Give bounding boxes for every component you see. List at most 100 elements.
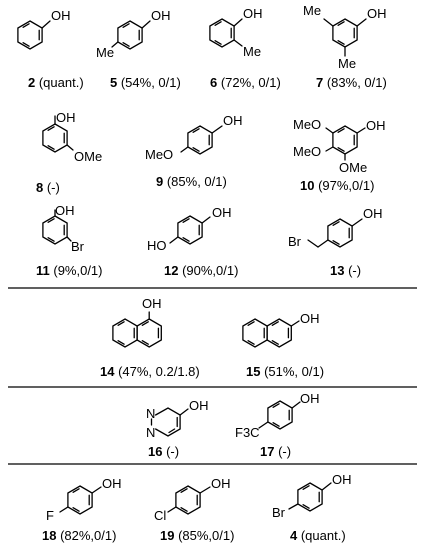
atom-oh: OH xyxy=(55,203,75,218)
atom-ome: OMe xyxy=(74,149,102,164)
compound-result: (quant.) xyxy=(297,528,345,543)
caption-17: 17 (-) xyxy=(260,444,291,459)
compound-result: (82%,0/1) xyxy=(56,528,116,543)
structure-1-naphthol-14: OH xyxy=(112,296,162,348)
compound-result: (47%, 0.2/1.8) xyxy=(114,364,199,379)
structure-fluorophenol-18: OH F xyxy=(46,476,122,523)
compound-number: 19 xyxy=(160,528,174,543)
compound-number: 10 xyxy=(300,178,314,193)
structure-dimethylphenol-7: OH Me Me xyxy=(303,3,387,71)
compound-result: (97%,0/1) xyxy=(314,178,374,193)
structure-hydroquinone-12: OH HO xyxy=(147,205,232,253)
atom-n: N xyxy=(146,425,155,440)
compound-number: 5 xyxy=(110,75,117,90)
atom-oh: OH xyxy=(189,398,209,413)
compound-number: 7 xyxy=(316,75,323,90)
compound-result: (83%, 0/1) xyxy=(323,75,387,90)
atom-oh: OH xyxy=(102,476,122,491)
atom-n: N xyxy=(146,406,155,421)
atom-oh: OH xyxy=(367,6,387,21)
caption-19: 19 (85%,0/1) xyxy=(160,528,234,543)
caption-2: 2 (quant.) xyxy=(28,75,84,90)
caption-10: 10 (97%,0/1) xyxy=(300,178,374,193)
compound-number: 4 xyxy=(290,528,298,543)
atom-me: Me xyxy=(243,44,261,59)
compound-number: 6 xyxy=(210,75,217,90)
structure-guaiacol-8: OH OMe xyxy=(42,110,102,164)
atom-meo: MeO xyxy=(145,147,173,162)
compound-number: 2 xyxy=(28,75,35,90)
atom-oh: OH xyxy=(56,110,76,125)
atom-oh: OH xyxy=(212,205,232,220)
atom-ome: OMe xyxy=(339,160,367,175)
compound-result: (54%, 0/1) xyxy=(117,75,181,90)
structure-chlorophenol-19: OH Cl xyxy=(154,476,231,523)
structure-bromophenol-11: OH Br xyxy=(42,203,85,254)
structure-phenol-2: OH xyxy=(17,8,71,50)
atom-oh: OH xyxy=(366,118,386,133)
caption-14: 14 (47%, 0.2/1.8) xyxy=(100,364,200,379)
compound-number: 16 xyxy=(148,444,162,459)
atom-cl: Cl xyxy=(154,508,166,523)
structure-p-cresol-5: OH Me xyxy=(96,8,171,60)
caption-13: 13 (-) xyxy=(330,263,361,278)
atom-br: Br xyxy=(272,505,286,520)
caption-16: 16 (-) xyxy=(148,444,179,459)
caption-4: 4 (quant.) xyxy=(290,528,346,543)
compound-result: (51%, 0/1) xyxy=(260,364,324,379)
compound-result: (85%, 0/1) xyxy=(163,174,227,189)
structure-bromomethylphenol-13: OH Br xyxy=(288,206,383,249)
caption-8: 8 (-) xyxy=(36,180,60,195)
atom-oh: OH xyxy=(300,311,320,326)
compound-number: 8 xyxy=(36,180,43,195)
structure-o-cresol-6: OH Me xyxy=(209,6,263,59)
atom-meo: MeO xyxy=(293,144,321,159)
atom-me: Me xyxy=(338,56,356,71)
structure-2-naphthol-15: OH xyxy=(242,311,320,348)
atom-oh: OH xyxy=(151,8,171,23)
compound-result: (90%,0/1) xyxy=(178,263,238,278)
atom-oh: OH xyxy=(243,6,263,21)
compound-number: 9 xyxy=(156,174,163,189)
caption-6: 6 (72%, 0/1) xyxy=(210,75,281,90)
atom-oh: OH xyxy=(142,296,162,311)
compound-number: 18 xyxy=(42,528,56,543)
compound-number: 15 xyxy=(246,364,260,379)
caption-9: 9 (85%, 0/1) xyxy=(156,174,227,189)
atom-f: F xyxy=(46,508,54,523)
atom-meo: MeO xyxy=(293,117,321,132)
atom-br: Br xyxy=(288,234,302,249)
atom-me: Me xyxy=(96,45,114,60)
caption-12: 12 (90%,0/1) xyxy=(164,263,238,278)
structure-trifluoromethylphenol-17: OH F3C xyxy=(235,391,320,440)
atom-oh: OH xyxy=(51,8,71,23)
compound-result: (85%,0/1) xyxy=(174,528,234,543)
compound-result: (72%, 0/1) xyxy=(217,75,281,90)
compound-number: 17 xyxy=(260,444,274,459)
atom-br: Br xyxy=(71,239,85,254)
compound-result: (quant.) xyxy=(35,75,83,90)
atom-oh: OH xyxy=(332,472,352,487)
structure-methoxyphenol-9: OH MeO xyxy=(145,113,243,162)
caption-18: 18 (82%,0/1) xyxy=(42,528,116,543)
caption-7: 7 (83%, 0/1) xyxy=(316,75,387,90)
atom-me: Me xyxy=(303,3,321,18)
compound-number: 14 xyxy=(100,364,115,379)
caption-5: 5 (54%, 0/1) xyxy=(110,75,181,90)
compound-number: 13 xyxy=(330,263,344,278)
atom-oh: OH xyxy=(211,476,231,491)
structure-hydroxypyrimidine-16: OH N N xyxy=(146,398,209,440)
caption-15: 15 (51%, 0/1) xyxy=(246,364,324,379)
compound-result: (-) xyxy=(162,444,179,459)
compound-number: 11 xyxy=(36,263,50,278)
atom-ho: HO xyxy=(147,238,167,253)
compound-result: (9%,0/1) xyxy=(50,263,103,278)
compound-result: (-) xyxy=(43,180,60,195)
atom-f3c: F3C xyxy=(235,425,260,440)
atom-oh: OH xyxy=(223,113,243,128)
caption-11: 11 (9%,0/1) xyxy=(36,263,103,278)
structure-bromophenol-4: OH Br xyxy=(272,472,352,520)
atom-f3c-text: F3C xyxy=(235,425,260,440)
compound-result: (-) xyxy=(274,444,291,459)
